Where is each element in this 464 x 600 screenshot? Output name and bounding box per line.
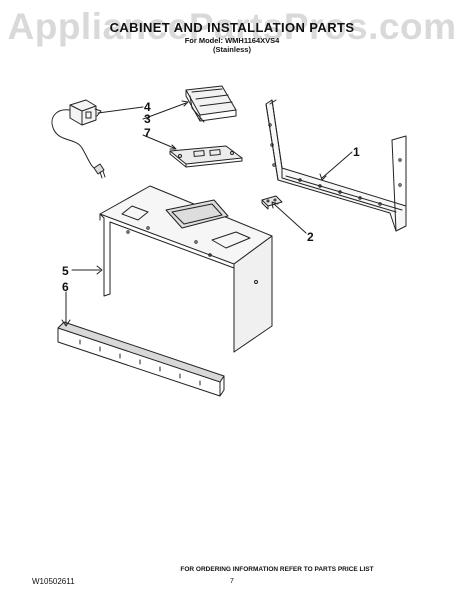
leader-lines bbox=[61, 100, 353, 327]
model-line: For Model: WMH1164XVS4 bbox=[184, 36, 280, 45]
adapter-plate-part bbox=[169, 145, 243, 168]
watermark: AppliancePartsPros.com bbox=[7, 6, 457, 47]
damper-part bbox=[185, 85, 237, 123]
callout-7: 7 bbox=[144, 126, 151, 140]
callout-1: 1 bbox=[353, 145, 360, 159]
callout-3: 3 bbox=[144, 112, 151, 126]
callout-2: 2 bbox=[307, 230, 314, 244]
grille-part bbox=[57, 321, 225, 397]
page-title: CABINET AND INSTALLATION PARTS bbox=[109, 20, 355, 35]
callout-5: 5 bbox=[62, 264, 69, 278]
bracket-part bbox=[261, 195, 283, 210]
mounting-plate-part bbox=[265, 99, 407, 232]
finish-label: (Stainless) bbox=[213, 45, 251, 54]
page-number: 7 bbox=[230, 578, 234, 585]
callout-6: 6 bbox=[62, 280, 69, 294]
ordering-note: FOR ORDERING INFORMATION REFER TO PARTS … bbox=[180, 566, 374, 573]
document-number: W10502611 bbox=[32, 577, 75, 586]
power-cord-part bbox=[51, 99, 106, 179]
cabinet-part bbox=[99, 185, 273, 353]
callout-4: 4 bbox=[144, 100, 151, 114]
